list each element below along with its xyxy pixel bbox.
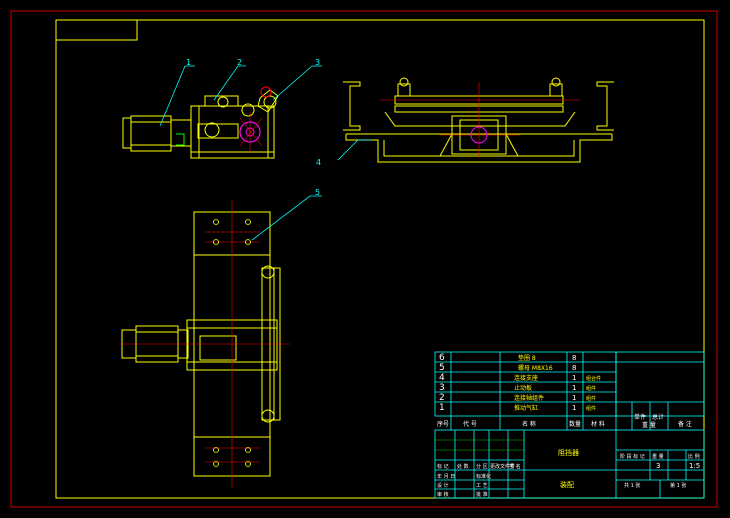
bom-header-qty: 数量 <box>569 420 581 428</box>
bom-no-3: 3 <box>439 383 445 393</box>
bom-header-code: 代 号 <box>463 420 477 428</box>
bom-names: 垫圈 8 螺母 M8X16 连接支座 止动板 连接轴组件 推动气缸 <box>514 354 553 412</box>
inner-border <box>55 19 705 499</box>
bom-name-3: 止动板 <box>514 384 532 392</box>
tb-label-date: 年 月 日 <box>437 473 455 480</box>
bom-qty-3: 1 <box>572 384 576 392</box>
front-view-centerlines <box>239 112 263 152</box>
title-block-labels: 标 记 处 数 分 区 更改文件号 签 名 年 月 日 设 计 标准化 审 核 … <box>437 453 700 498</box>
callout-1: 1 <box>186 58 191 67</box>
bom-header-total: 总计 <box>652 413 664 421</box>
title-block <box>434 429 705 499</box>
bom-name-4: 连接支座 <box>514 374 538 382</box>
bom-name-6: 垫圈 8 <box>518 354 536 362</box>
bom-name-2: 连接轴组件 <box>514 394 544 402</box>
bom-numbers: 6 5 4 3 2 1 <box>439 353 445 413</box>
bom-header-no: 序号 <box>437 420 449 428</box>
callout-4: 4 <box>316 158 321 167</box>
bom-qty-1: 1 <box>572 404 576 412</box>
outer-frame <box>10 10 718 508</box>
bom-mat-3: 组件 <box>586 385 596 392</box>
bom-no-5: 5 <box>439 363 445 373</box>
callout-leaders <box>159 65 372 241</box>
tb-label-sign: 签 名 <box>509 463 521 470</box>
front-view <box>122 89 279 159</box>
bom-table <box>434 351 705 430</box>
bom-qty-2: 1 <box>572 394 576 402</box>
tb-label-review: 审 核 <box>437 491 449 498</box>
bom-mat-4: 组合件 <box>586 375 601 382</box>
callout-3: 3 <box>315 58 320 67</box>
bom-qty-5: 8 <box>572 364 576 372</box>
tb-label-approve: 批 准 <box>476 491 488 498</box>
title-block-cells <box>435 439 524 451</box>
plan-view-centerlines <box>120 200 290 488</box>
plan-view-bolts <box>213 219 251 467</box>
side-view-centerlines <box>380 82 580 158</box>
bom-header-remark: 备 注 <box>678 420 692 428</box>
callout-2: 2 <box>237 58 242 67</box>
bom-mat-2: 组件 <box>586 395 596 402</box>
tb-label-count: 处 数 <box>457 463 469 470</box>
callout-labels: 1 2 3 4 5 <box>186 58 321 197</box>
tb-label-process: 工 艺 <box>476 483 488 489</box>
bom-qty-4: 1 <box>572 374 576 382</box>
tb-sheet-index: 第 1 张 <box>670 482 686 489</box>
bom-no-2: 2 <box>439 393 445 403</box>
bom-mat-1: 组件 <box>586 405 596 412</box>
bom-header-name: 名 称 <box>522 420 536 428</box>
bom-material: 组合件 组件 组件 组件 <box>586 375 601 412</box>
side-view-hub <box>470 126 488 144</box>
drawing-code-box <box>55 19 138 41</box>
bom-header-single: 单件 <box>634 413 646 421</box>
tb-label-change: 更改文件号 <box>490 463 515 470</box>
tb-label-standard: 标准化 <box>476 473 491 480</box>
bom-name-1: 推动气缸 <box>514 404 538 412</box>
bom-header-material: 材 料 <box>591 420 605 428</box>
tb-label-design: 设 计 <box>437 482 449 489</box>
title-block-names: 阻挡器 装配 <box>558 448 579 489</box>
bom-header: 序号 代 号 名 称 数量 材 料 单件 总计 重 量 备 注 <box>437 413 692 429</box>
title-block-values: 3 1:5 <box>656 462 700 470</box>
tb-unit-name: 装配 <box>560 480 574 489</box>
bom-no-4: 4 <box>439 373 445 383</box>
tb-label-zone: 分 区 <box>476 463 488 470</box>
bom-no-6: 6 <box>439 353 445 363</box>
bom-header-weight: 重 量 <box>642 421 656 429</box>
tb-scale-label: 比 例 <box>688 453 700 460</box>
callout-5: 5 <box>315 188 320 197</box>
bom-no-1: 1 <box>439 403 445 413</box>
tb-sheet-total: 共 1 张 <box>624 482 640 489</box>
tb-label-mark: 标 记 <box>437 463 449 470</box>
bom-qty-6: 8 <box>572 354 576 362</box>
tb-drawing-name: 阻挡器 <box>558 448 579 457</box>
bom-name-5: 螺母 M8X16 <box>518 364 553 372</box>
tb-weight-label: 重 量 <box>652 453 664 460</box>
tb-stage-label: 阶 段 标 记 <box>620 453 645 460</box>
side-view <box>343 77 614 163</box>
tb-qty-cell: 3 <box>656 462 660 470</box>
tb-scale-value: 1:5 <box>689 462 700 470</box>
bom-qty: 8 8 1 1 1 1 <box>572 354 576 412</box>
